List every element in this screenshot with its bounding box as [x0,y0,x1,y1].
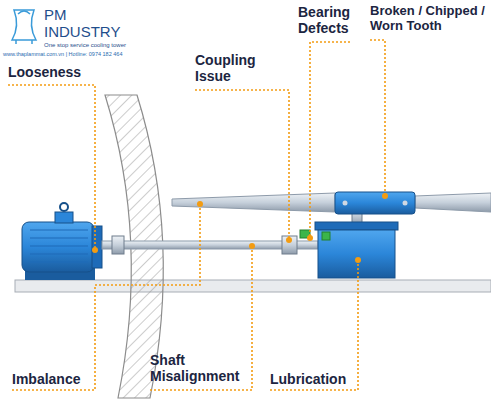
logo-tagline: One stop service cooling tower [44,42,154,49]
contact-line: www.thaplammat.com.vn | Hotline: 0974 18… [3,51,173,57]
fault-label: Imbalance [12,371,92,387]
fault-label: Bearing Defects [298,4,364,36]
leader-lines [8,40,385,390]
fault-label: Looseness [8,64,98,80]
fault-label: Broken / Chipped / Worn Tooth [370,4,487,34]
fault-label: Coupling Issue [195,52,267,84]
ground-base [15,280,491,292]
logo-text: PM INDUSTRY [44,6,126,41]
fault-label: Lubrication [270,371,358,387]
leader-dots [92,193,388,263]
logo-icon [12,10,36,44]
fault-label: Shaft Misalignment [150,352,248,384]
motor [22,203,102,280]
coupling [112,236,124,254]
fan-blade [415,193,491,212]
coupling [282,236,297,254]
